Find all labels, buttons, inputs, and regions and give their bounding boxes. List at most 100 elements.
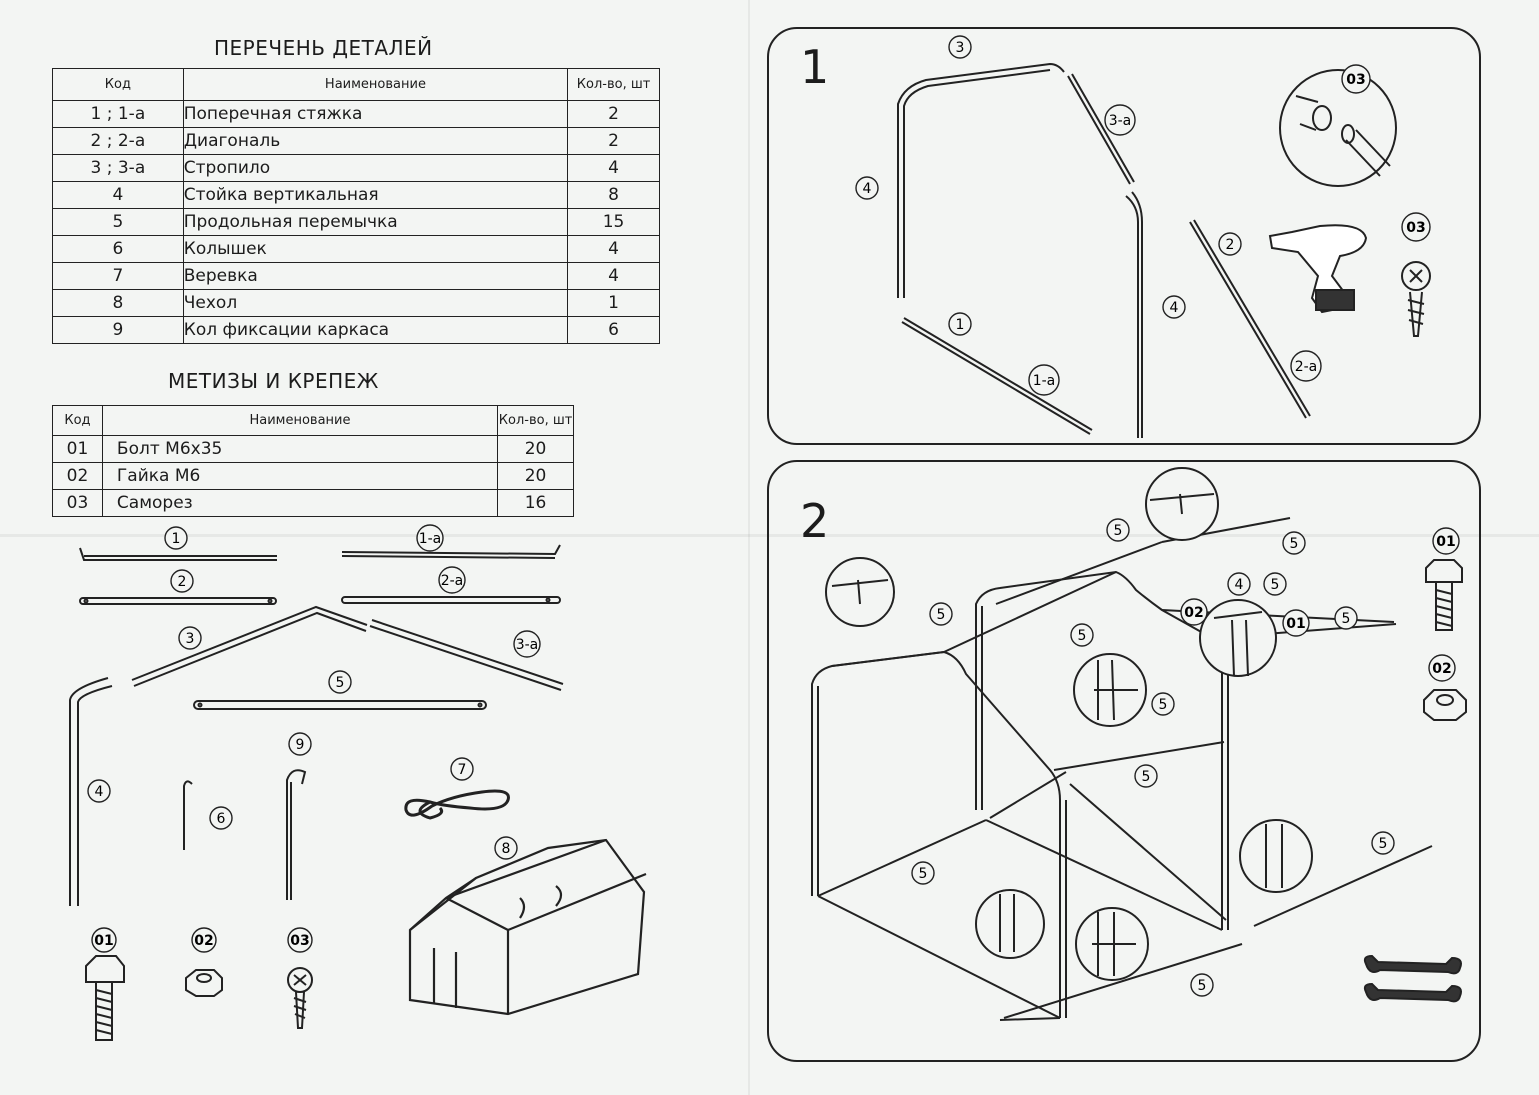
callout-label: 2-а xyxy=(1295,359,1318,375)
bolt-icon xyxy=(85,955,125,1041)
callout-p4b: 4 xyxy=(1162,295,1186,319)
callout-label: 1-а xyxy=(419,531,442,547)
callout-p5: 5 xyxy=(328,670,352,694)
cell-code: 1 ; 1-а xyxy=(52,100,184,128)
callout-p6: 6 xyxy=(209,806,233,830)
callout-label: 7 xyxy=(458,762,467,778)
tube-icon xyxy=(341,544,561,559)
callout-p8: 8 xyxy=(494,836,518,860)
callout-label: 03 xyxy=(1406,220,1425,236)
callout-label: 5 xyxy=(336,675,345,691)
cell-name: Чехол xyxy=(182,289,569,317)
step-2-number: 2 xyxy=(800,494,830,548)
tube-icon xyxy=(193,700,487,710)
cell-name: Колышек xyxy=(182,235,569,263)
cell-name: Болт М6х35 xyxy=(101,435,499,463)
cell-code: 3 ; 3-а xyxy=(52,154,184,182)
screw-icon xyxy=(1401,261,1431,337)
fold-line xyxy=(0,534,1539,537)
callout-label: 5 xyxy=(1159,697,1168,713)
callout-label: 4 xyxy=(1235,577,1244,593)
callout-p1: 1 xyxy=(164,526,188,550)
callout-label: 5 xyxy=(1114,523,1123,539)
callout-label: 01 xyxy=(1286,616,1305,632)
callout-label: 5 xyxy=(1078,628,1087,644)
callout-label: 1 xyxy=(172,531,181,547)
callout-p1a: 1-а xyxy=(1028,364,1060,396)
cell-code: 8 xyxy=(52,289,184,317)
callout-p2: 2 xyxy=(170,569,194,593)
peg-icon xyxy=(286,769,307,900)
callout-f02: 02 xyxy=(191,927,217,953)
callout-label: 02 xyxy=(194,933,213,949)
step-1-panel xyxy=(767,27,1481,445)
callout-p4: 4 xyxy=(855,176,879,200)
cell-qty: 4 xyxy=(567,154,660,182)
cell-code: 03 xyxy=(52,489,103,517)
callout-f02: 02 xyxy=(1180,598,1208,626)
callout-f01b: 01 xyxy=(1432,527,1460,555)
tube-icon xyxy=(897,62,1143,438)
tube-icon xyxy=(131,605,368,687)
callout-p5: 5 xyxy=(1190,973,1214,997)
tube-icon xyxy=(79,547,277,561)
tube-icon xyxy=(79,597,277,605)
cell-qty: 2 xyxy=(567,100,660,128)
callout-label: 5 xyxy=(1271,577,1280,593)
callout-label: 2 xyxy=(178,574,187,590)
cell-name: Веревка xyxy=(182,262,569,290)
callout-p5: 5 xyxy=(911,861,935,885)
parts-list-title: ПЕРЕЧЕНЬ ДЕТАЛЕЙ xyxy=(214,36,433,60)
callout-p1a: 1-а xyxy=(416,524,444,552)
callout-label: 4 xyxy=(863,181,872,197)
callout-p1: 1 xyxy=(948,312,972,336)
callout-label: 9 xyxy=(296,737,305,753)
callout-f01: 01 xyxy=(1282,609,1310,637)
col-name: Наименование xyxy=(182,68,569,101)
callout-f03b: 03 xyxy=(1401,212,1431,242)
step-2-panel xyxy=(767,460,1481,1062)
callout-p2a: 2-а xyxy=(1290,350,1322,382)
callout-label: 1-а xyxy=(1033,373,1056,389)
callout-p5: 5 xyxy=(1151,692,1175,716)
wrench-icon xyxy=(1363,954,1462,1003)
callout-p5: 5 xyxy=(1371,831,1395,855)
callout-label: 02 xyxy=(1432,661,1451,677)
bolt-icon xyxy=(1425,559,1463,631)
cell-name: Поперечная стяжка xyxy=(182,100,569,128)
magnifier-icon xyxy=(825,467,1313,981)
callout-p9: 9 xyxy=(288,732,312,756)
callout-f02b: 02 xyxy=(1428,654,1456,682)
nut-icon xyxy=(1423,689,1467,721)
cover-icon xyxy=(408,838,647,1016)
callout-label: 3 xyxy=(186,631,195,647)
callout-label: 01 xyxy=(94,933,113,949)
callout-label: 2 xyxy=(1226,237,1235,253)
cell-name: Кол фиксации каркаса xyxy=(182,316,569,344)
callout-label: 01 xyxy=(1436,534,1455,550)
callout-p5: 5 xyxy=(1070,623,1094,647)
cell-name: Саморез xyxy=(101,489,499,517)
callout-label: 5 xyxy=(1342,611,1351,627)
callout-label: 02 xyxy=(1184,605,1203,621)
callout-p7: 7 xyxy=(450,757,474,781)
callout-label: 2-а xyxy=(441,573,464,589)
nut-icon xyxy=(185,969,223,997)
callout-label: 4 xyxy=(1170,300,1179,316)
cell-qty: 2 xyxy=(567,127,660,155)
cell-qty: 6 xyxy=(567,316,660,344)
cell-name: Продольная перемычка xyxy=(182,208,569,236)
callout-f03a: 03 xyxy=(1341,64,1371,94)
fasteners-title: МЕТИЗЫ И КРЕПЕЖ xyxy=(168,369,379,393)
callout-label: 5 xyxy=(937,607,946,623)
